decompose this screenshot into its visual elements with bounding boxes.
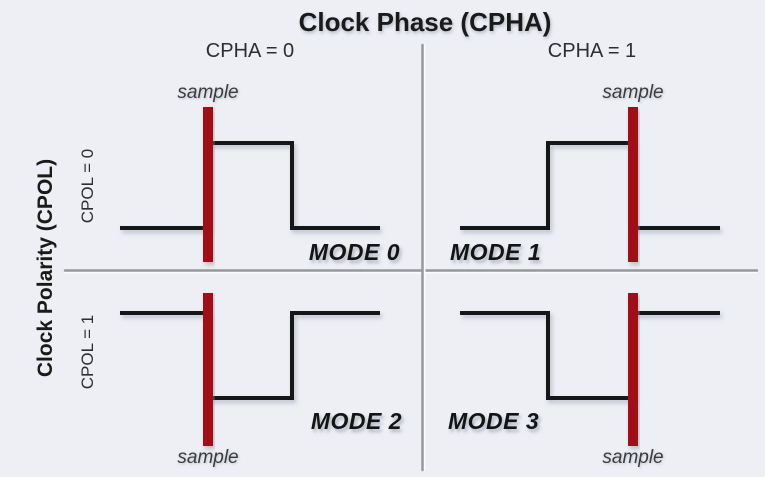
mode-0-label: MODE 0: [308, 239, 400, 265]
clock-waveform-mode-3: [460, 311, 720, 400]
sample-bar-mode-0: [203, 107, 213, 262]
row-header-cpol1: CPOL = 1: [78, 314, 97, 390]
sample-bar-mode-3: [628, 293, 638, 446]
diagram-title: Clock Phase (CPHA): [298, 7, 552, 37]
clock-waveform-mode-0: [120, 141, 380, 230]
sample-label-mode1: sample: [602, 82, 664, 103]
sample-bar-mode-1: [628, 107, 638, 262]
mode-2-label: MODE 2: [310, 408, 402, 434]
mode-3-label: MODE 3: [448, 408, 540, 434]
sample-label-mode3: sample: [602, 447, 664, 468]
column-header-cpha0: CPHA = 0: [205, 40, 295, 62]
column-header-cpha1: CPHA = 1: [547, 40, 637, 62]
clock-waveform-mode-1: [460, 141, 720, 230]
sample-label-mode0: sample: [177, 82, 239, 103]
sample-bar-mode-2: [203, 293, 213, 446]
sample-label-mode2: sample: [177, 447, 239, 468]
mode-1-label: MODE 1: [450, 239, 542, 265]
clock-waveform-mode-2: [120, 311, 380, 400]
y-axis-label: Clock Polarity (CPOL): [34, 158, 57, 378]
row-header-cpol0: CPOL = 0: [78, 148, 97, 224]
